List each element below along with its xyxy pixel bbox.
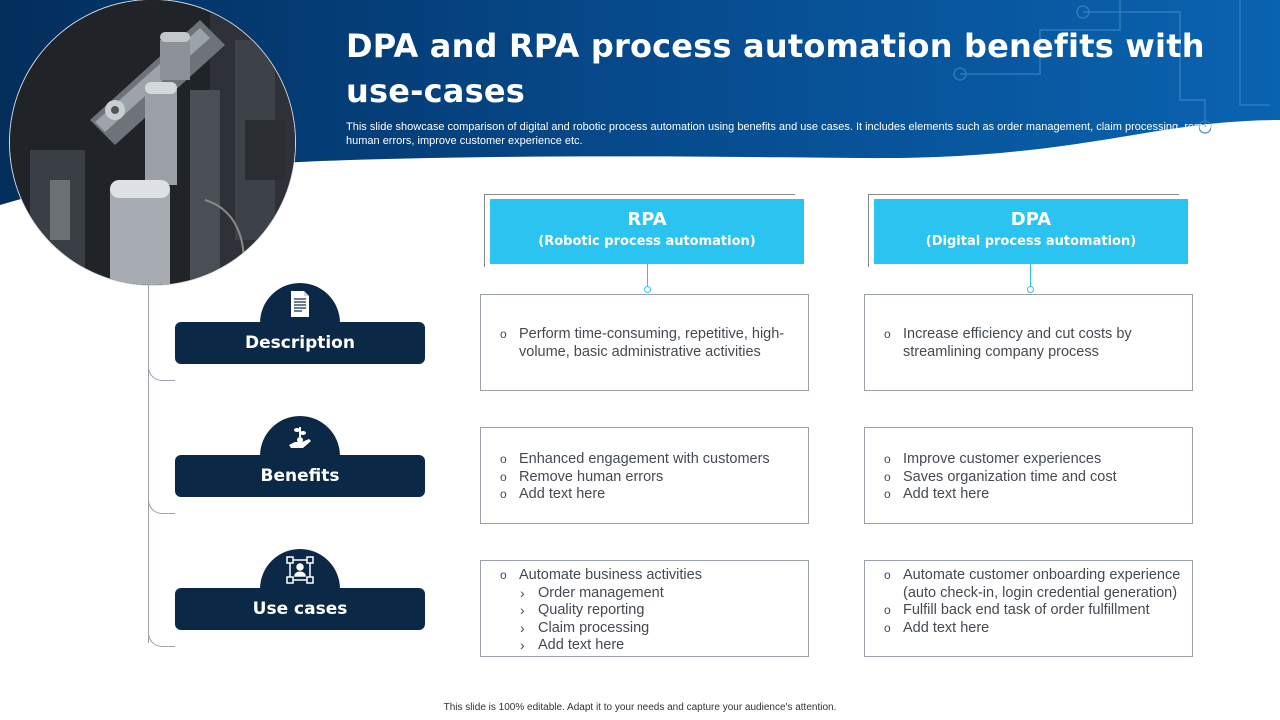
dpa-header-frame <box>868 194 1179 267</box>
list-item: Improve customer experiences <box>865 451 1192 469</box>
row-connector-curl <box>148 630 175 647</box>
rpa-column-header: RPA (Robotic process automation) <box>490 199 804 264</box>
dpa-connector-dot <box>1027 286 1034 293</box>
dpa-benefits-card: Improve customer experiences Saves organ… <box>864 427 1193 524</box>
row-label-benefits: Benefits <box>175 455 425 497</box>
list-item: Add text here <box>865 486 1192 504</box>
list-item: Add text here <box>481 486 808 504</box>
list-item: Saves organization time and cost <box>865 469 1192 487</box>
row-label-description: Description <box>175 322 425 364</box>
list-item: Add text here <box>865 620 1192 638</box>
row-connector-curl <box>148 364 175 381</box>
row-connector-curl <box>148 497 175 514</box>
sub-list-item: Quality reporting <box>481 602 808 620</box>
page-title: DPA and RPA process automation benefits … <box>346 27 1205 110</box>
document-icon <box>285 289 315 319</box>
list-item: Automate customer onboarding experience … <box>865 567 1192 602</box>
hand-plant-icon <box>285 422 315 452</box>
list-item: Enhanced engagement with customers <box>481 451 808 469</box>
rpa-header-subtitle: (Robotic process automation) <box>538 234 756 249</box>
row-connector-line <box>148 280 149 643</box>
network-user-icon <box>285 555 315 585</box>
rpa-connector <box>647 264 648 286</box>
list-item: Remove human errors <box>481 469 808 487</box>
row-label-use-cases: Use cases <box>175 588 425 630</box>
dpa-header-title: DPA <box>1010 209 1052 230</box>
page-subtitle: This slide showcase comparison of digita… <box>346 121 1221 147</box>
dpa-column-header: DPA (Digital process automation) <box>874 199 1188 264</box>
sub-list-item: Add text here <box>481 637 808 655</box>
rpa-header-title: RPA <box>627 209 667 230</box>
rpa-connector-dot <box>644 286 651 293</box>
list-item: Increase efficiency and cut costs by str… <box>865 326 1192 361</box>
list-item: Perform time-consuming, repetitive, high… <box>481 326 808 361</box>
rpa-header-frame <box>484 194 795 267</box>
rpa-benefits-card: Enhanced engagement with customers Remov… <box>480 427 809 524</box>
dpa-use-cases-card: Automate customer onboarding experience … <box>864 560 1193 657</box>
dpa-description-card: Increase efficiency and cut costs by str… <box>864 294 1193 391</box>
list-item: Automate business activities <box>481 567 808 585</box>
dpa-connector <box>1030 264 1031 286</box>
rpa-description-card: Perform time-consuming, repetitive, high… <box>480 294 809 391</box>
machinery-photo <box>10 0 295 285</box>
sub-list-item: Order management <box>481 585 808 603</box>
sub-list-item: Claim processing <box>481 620 808 638</box>
list-item: Fulfill back end task of order fulfillme… <box>865 602 1192 620</box>
footer-note: This slide is 100% editable. Adapt it to… <box>443 702 837 713</box>
header-background <box>0 0 1280 205</box>
dpa-header-subtitle: (Digital process automation) <box>925 234 1137 249</box>
rpa-use-cases-card: Automate business activities Order manag… <box>480 560 809 657</box>
